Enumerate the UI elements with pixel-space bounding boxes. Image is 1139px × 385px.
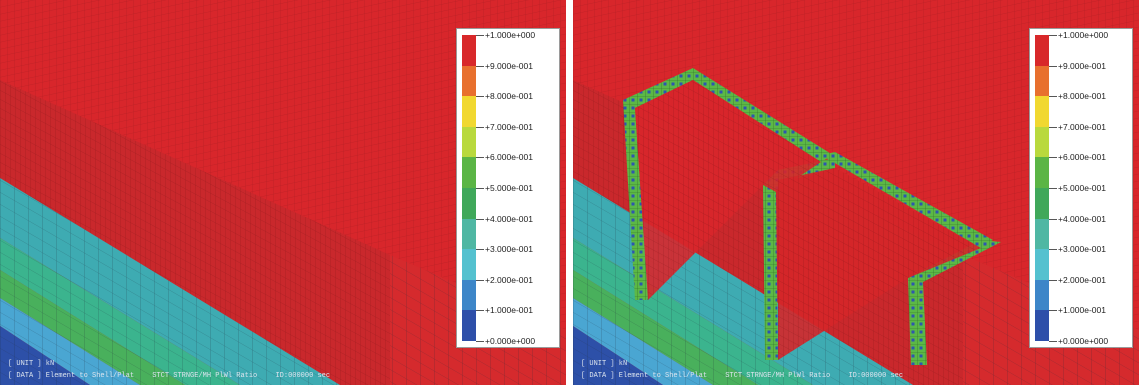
- footer-data-text: ID:000000 sec: [275, 372, 331, 380]
- legend-label: +5.000e-001: [485, 183, 533, 193]
- footer-data-text: STCT STRNGE/MH PlWl Ratio: [152, 372, 258, 380]
- legend-label: +2.000e-001: [1058, 274, 1106, 285]
- legend-label: +3.000e-001: [485, 244, 533, 255]
- legend-label: +4.000e-001: [1058, 213, 1106, 224]
- legend-label: +9.000e-001: [485, 60, 533, 71]
- legend-label: +7.000e-001: [485, 121, 533, 132]
- legend-label: +1.000e-001: [485, 305, 533, 316]
- footer-unit: [ UNIT ] kN: [8, 360, 68, 368]
- legend-label: +1.000e-001: [1058, 305, 1106, 316]
- left-panel: +1.000e+000 +9.000e-001 +8.000e-001 +7.0…: [0, 0, 566, 385]
- right-panel: +1.000e+000 +9.000e-001 +8.000e-001 +7.0…: [573, 0, 1139, 385]
- footer-unit-text: [ UNIT ] kN: [581, 360, 628, 368]
- legend-label: +1.000e+000: [1058, 30, 1109, 40]
- footer-data: [ DATA ] Element to Shell/Plat STCT STRN…: [581, 372, 917, 380]
- legend-label: +6.000e-001: [1058, 152, 1106, 163]
- footer-unit-text: [ UNIT ] kN: [8, 360, 55, 368]
- legend-left: +1.000e+000 +9.000e-001 +8.000e-001 +7.0…: [456, 28, 560, 348]
- footer-data: [ DATA ] Element to Shell/Plat STCT STRN…: [8, 372, 344, 380]
- footer-data-text: [ DATA ] Element to Shell/Plat: [581, 372, 708, 380]
- footer-data-text: STCT STRNGE/MH PlWl Ratio: [725, 372, 831, 380]
- legend-label: +1.000e+000: [485, 30, 536, 40]
- legend-label: +2.000e-001: [485, 274, 533, 285]
- legend-color-bar: [462, 35, 476, 341]
- footer-data-text: ID:000000 sec: [848, 372, 904, 380]
- legend-label: +8.000e-001: [1058, 91, 1106, 102]
- legend-label: +0.000e+000: [485, 336, 536, 346]
- legend-label: +8.000e-001: [485, 91, 533, 102]
- legend-label: +0.000e+000: [1058, 336, 1109, 346]
- legend-label: +5.000e-001: [1058, 183, 1106, 193]
- legend-label: +7.000e-001: [1058, 121, 1106, 132]
- legend-label: +6.000e-001: [485, 152, 533, 163]
- footer-unit: [ UNIT ] kN: [581, 360, 641, 368]
- legend-right: +1.000e+000 +9.000e-001 +8.000e-001 +7.0…: [1029, 28, 1133, 348]
- footer-data-text: [ DATA ] Element to Shell/Plat: [8, 372, 135, 380]
- panel-divider: [566, 0, 573, 385]
- yield-band-outline: [623, 68, 1001, 365]
- legend-label: +3.000e-001: [1058, 244, 1106, 255]
- legend-color-bar: [1035, 35, 1049, 341]
- legend-label: +4.000e-001: [485, 213, 533, 224]
- legend-label: +9.000e-001: [1058, 60, 1106, 71]
- right-fea-mesh-view: [573, 0, 1139, 385]
